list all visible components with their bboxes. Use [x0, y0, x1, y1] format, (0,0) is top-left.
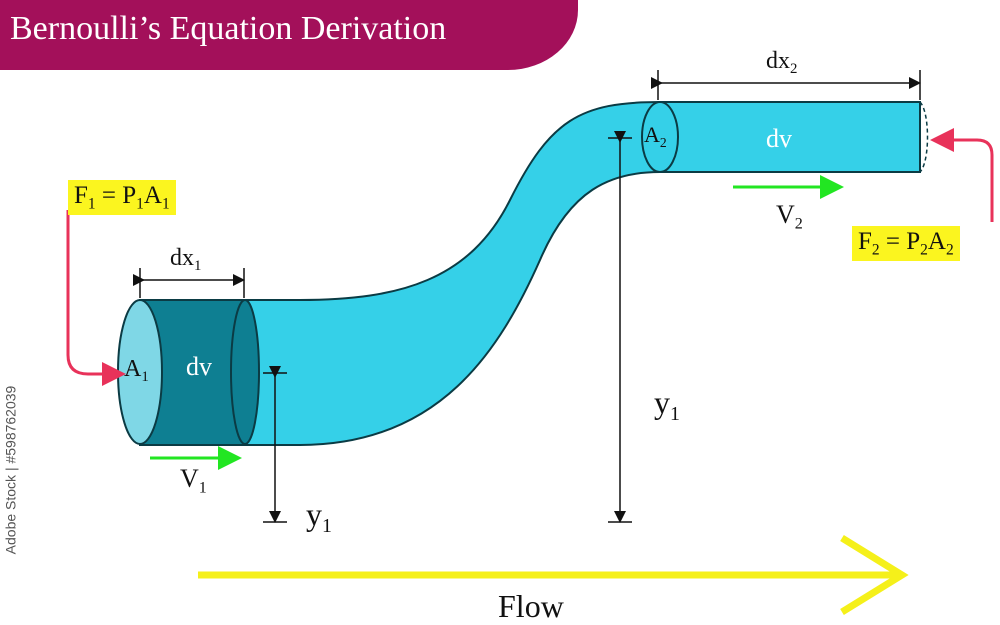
height-label-y-left: y1: [306, 496, 332, 537]
dx2-label: dx2: [766, 48, 798, 78]
height-label-y-right: y1: [654, 384, 680, 425]
velocity-label-v1: V1: [180, 464, 207, 497]
flow-label: Flow: [498, 588, 564, 624]
force-label-f1: F1 = P1A1: [68, 180, 176, 216]
fluid-element-left-back: [230, 299, 260, 445]
area-label-a2: A2: [644, 122, 667, 150]
flow-arrow-head: [840, 535, 909, 615]
pipe-body: [139, 101, 921, 446]
force-arrow-right: [930, 128, 994, 222]
title-banner: Bernoulli’s Equation Derivation: [0, 0, 578, 70]
dv-label-right: dv: [766, 124, 792, 153]
force-label-f2: F2 = P2A2: [852, 226, 960, 262]
dx1-label: dx1: [170, 245, 202, 275]
stock-watermark: Adobe Stock | #598762039: [2, 385, 19, 555]
force-arrow-left: [66, 210, 126, 386]
cross-section-a2: [641, 101, 679, 173]
velocity-label-v2: V2: [776, 200, 803, 233]
pipe-right-end: [919, 101, 929, 173]
dv-label-left: dv: [186, 352, 212, 381]
page-title: Bernoulli’s Equation Derivation: [10, 10, 447, 47]
area-label-a1: A1: [124, 356, 149, 386]
